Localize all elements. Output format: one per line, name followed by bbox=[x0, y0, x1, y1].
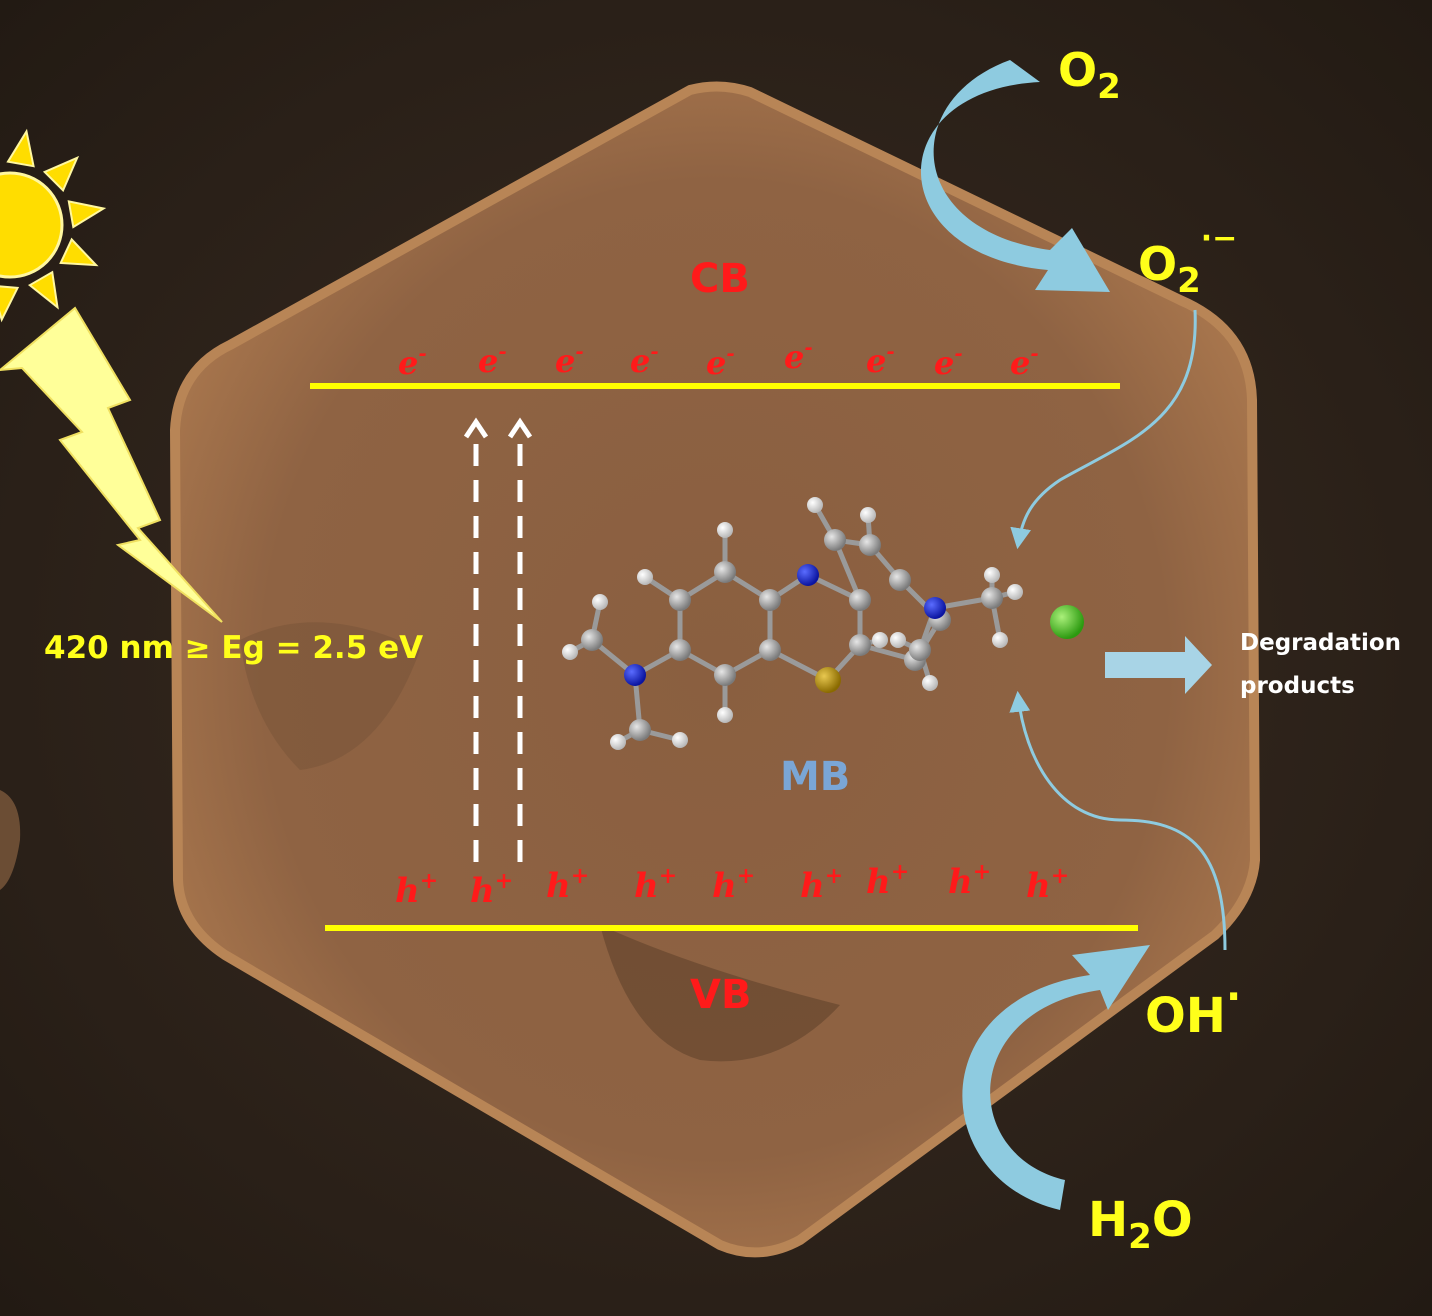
hydrogen-atom bbox=[922, 675, 938, 691]
electron-label: e- bbox=[934, 341, 963, 382]
nitrogen-atom bbox=[797, 564, 819, 586]
carbon-atom bbox=[759, 639, 781, 661]
background-particle bbox=[0, 790, 21, 890]
hydroxyl-radical-label: OH· bbox=[1145, 974, 1241, 1044]
crystal-facet bbox=[240, 622, 420, 770]
hole-row: h+ h+ h+ h+ h+ h+ h+ h+ h+ bbox=[395, 859, 1069, 911]
carbon-atom bbox=[909, 639, 931, 661]
sun-ray bbox=[27, 270, 59, 310]
hole-label: h+ bbox=[1026, 863, 1069, 906]
carbon-atom bbox=[849, 589, 871, 611]
superoxide-label: O2·− bbox=[1138, 221, 1237, 301]
water-oxidation-arrow bbox=[962, 945, 1150, 1210]
carbon-atom bbox=[669, 639, 691, 661]
carbon-atom bbox=[859, 534, 881, 556]
electron-label: e- bbox=[630, 339, 659, 380]
sun-disc bbox=[0, 171, 64, 279]
hydrogen-atom bbox=[610, 734, 626, 750]
carbon-atom bbox=[759, 589, 781, 611]
electron-label: e- bbox=[866, 339, 895, 380]
hole-label: h+ bbox=[712, 863, 755, 906]
hydrogen-atom bbox=[807, 497, 823, 513]
carbon-atom bbox=[581, 629, 603, 651]
electron-label: e- bbox=[784, 335, 813, 376]
o2-label: O2 bbox=[1058, 43, 1121, 107]
hole-label: h+ bbox=[470, 868, 513, 911]
hydrogen-atom bbox=[984, 567, 1000, 583]
methylene-blue-molecule bbox=[562, 497, 1023, 750]
products-label-line2: products bbox=[1240, 673, 1355, 699]
hydrogen-atom bbox=[672, 732, 688, 748]
sulfur-atom bbox=[815, 667, 841, 693]
hydroxyl-attack-arrow bbox=[1009, 690, 1227, 951]
products-label-line1: Degradation bbox=[1240, 630, 1401, 656]
hole-label: h+ bbox=[948, 859, 991, 902]
hydrogen-atom bbox=[717, 522, 733, 538]
carbon-atom bbox=[669, 589, 691, 611]
excitation-arrowhead bbox=[463, 417, 489, 439]
carbon-atom bbox=[824, 529, 846, 551]
mb-label: MB bbox=[780, 754, 850, 800]
hydrogen-atom bbox=[872, 632, 888, 648]
hole-label: h+ bbox=[546, 863, 589, 906]
electron-label: e- bbox=[478, 339, 507, 380]
sun-ray bbox=[67, 200, 107, 229]
carbon-atom bbox=[981, 587, 1003, 609]
superoxide-attack-arrow bbox=[1010, 309, 1197, 550]
sun-ray bbox=[42, 155, 80, 193]
excitation-arrowhead bbox=[507, 417, 533, 439]
carbon-atom bbox=[849, 634, 871, 656]
crystal-facet bbox=[600, 925, 840, 1062]
carbon-atom bbox=[714, 561, 736, 583]
sun-icon bbox=[0, 128, 107, 323]
electron-row: e-e-e-e-e-e-e-e-e- bbox=[398, 335, 1039, 382]
nitrogen-atom bbox=[924, 597, 946, 619]
nitrogen-atom bbox=[624, 664, 646, 686]
bandgap-energy-label: 420 nm ≥ Eg = 2.5 eV bbox=[44, 630, 423, 666]
hydrogen-atom bbox=[717, 707, 733, 723]
water-label: H2O bbox=[1088, 1192, 1193, 1257]
hole-label: h+ bbox=[866, 859, 909, 902]
lightning-bolt-icon bbox=[0, 306, 223, 623]
hydrogen-atom bbox=[992, 632, 1008, 648]
hydrogen-atom bbox=[860, 507, 876, 523]
electron-label: e- bbox=[555, 339, 584, 380]
excitation-arrows bbox=[463, 417, 533, 862]
hole-label: h+ bbox=[634, 863, 677, 906]
electron-label: e- bbox=[706, 341, 735, 382]
hydrogen-atom bbox=[890, 632, 906, 648]
sun-ray bbox=[0, 285, 20, 323]
hole-label: h+ bbox=[395, 868, 438, 911]
cb-label: CB bbox=[690, 256, 750, 302]
hydrogen-atom bbox=[637, 569, 653, 585]
electron-label: e- bbox=[1010, 341, 1039, 382]
carbon-atom bbox=[629, 719, 651, 741]
chloride-atom bbox=[1050, 605, 1084, 639]
sun-ray bbox=[59, 237, 99, 267]
hydrogen-atom bbox=[1007, 584, 1023, 600]
carbon-atom bbox=[714, 664, 736, 686]
hydrogen-atom bbox=[592, 594, 608, 610]
electron-label: e- bbox=[398, 341, 427, 382]
carbon-atom bbox=[889, 569, 911, 591]
o2-reduction-arrow bbox=[920, 60, 1110, 292]
hole-label: h+ bbox=[800, 863, 843, 906]
sun-ray bbox=[6, 128, 35, 168]
vb-label: VB bbox=[690, 972, 751, 1018]
degradation-arrow bbox=[1105, 636, 1212, 694]
hydrogen-atom bbox=[562, 644, 578, 660]
